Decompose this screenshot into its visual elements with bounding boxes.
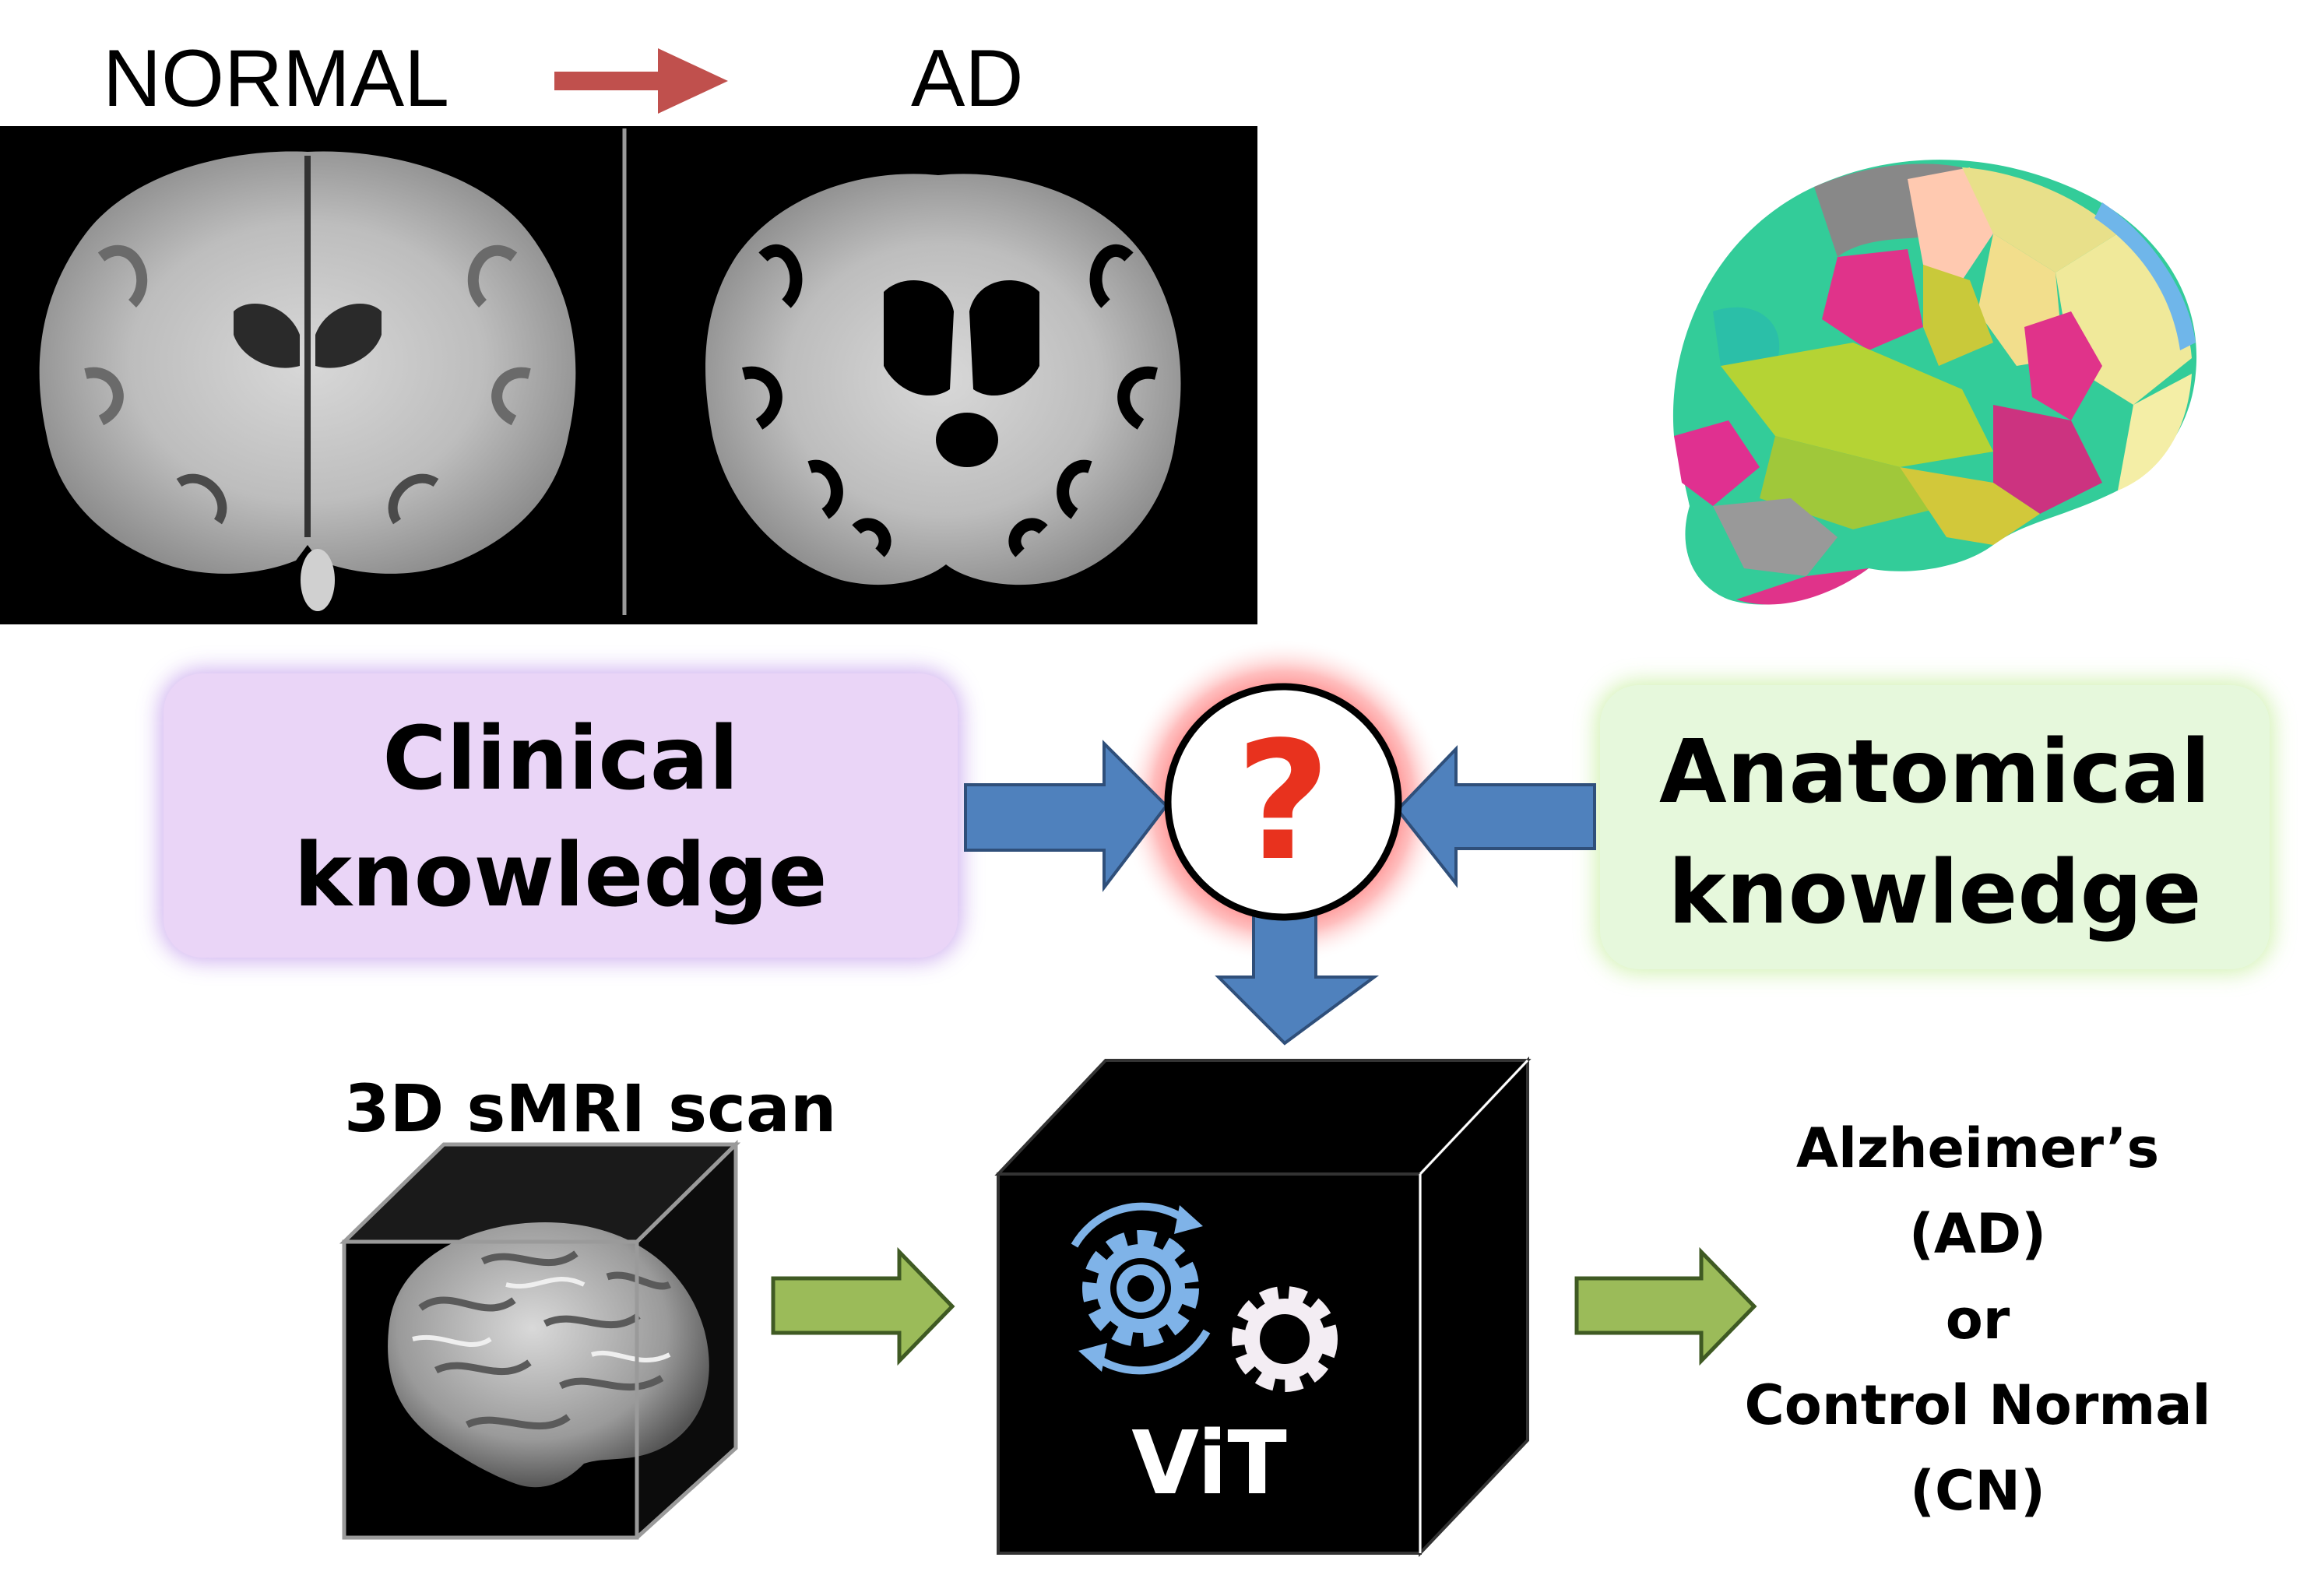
smri-scan-cube xyxy=(339,1140,741,1540)
ad-label: AD xyxy=(911,33,1024,124)
scan-to-vit-arrow xyxy=(771,1246,955,1366)
normal-label: NORMAL xyxy=(103,33,449,124)
coronal-slices-image xyxy=(0,126,1257,624)
output-line-2: (AD) xyxy=(1908,1202,2047,1266)
output-line-3: or xyxy=(1945,1288,2010,1352)
vit-model-cube xyxy=(994,1056,1532,1558)
anatomical-to-question-arrow xyxy=(1395,745,1596,888)
clinical-to-question-arrow xyxy=(964,740,1169,892)
vit-to-output-arrow xyxy=(1574,1246,1757,1366)
progression-arrow xyxy=(554,48,728,114)
blue-gear-icon xyxy=(1071,1202,1211,1375)
output-classes: Alzheimer’s (AD) or Control Normal (CN) xyxy=(1736,1106,2219,1534)
output-line-4: Control Normal xyxy=(1744,1373,2211,1437)
question-mark: ? xyxy=(1236,706,1331,897)
anatomical-line-2: knowledge xyxy=(1668,842,2202,944)
normal-brain-slice xyxy=(39,151,576,611)
question-circle xyxy=(1164,683,1402,921)
vit-label: ViT xyxy=(1131,1413,1287,1514)
anatomical-brain-image xyxy=(1672,160,2197,605)
smri-scan-label: 3D sMRI scan xyxy=(344,1070,837,1147)
clinical-line-1: Clinical xyxy=(382,708,739,810)
anatomical-knowledge-text: Anatomical knowledge xyxy=(1600,712,2270,954)
smri-brain xyxy=(388,1222,709,1488)
anatomical-line-1: Anatomical xyxy=(1659,722,2210,823)
clinical-knowledge-text: Clinical knowledge xyxy=(164,701,958,934)
clinical-knowledge-box xyxy=(160,670,962,961)
output-line-1: Alzheimer’s xyxy=(1795,1116,2160,1180)
anatomical-knowledge-box xyxy=(1596,681,2274,973)
ad-brain-slice xyxy=(705,174,1181,585)
clinical-line-2: knowledge xyxy=(294,825,828,926)
output-line-5: (CN) xyxy=(1910,1459,2045,1523)
white-gear-icon xyxy=(1232,1286,1338,1392)
